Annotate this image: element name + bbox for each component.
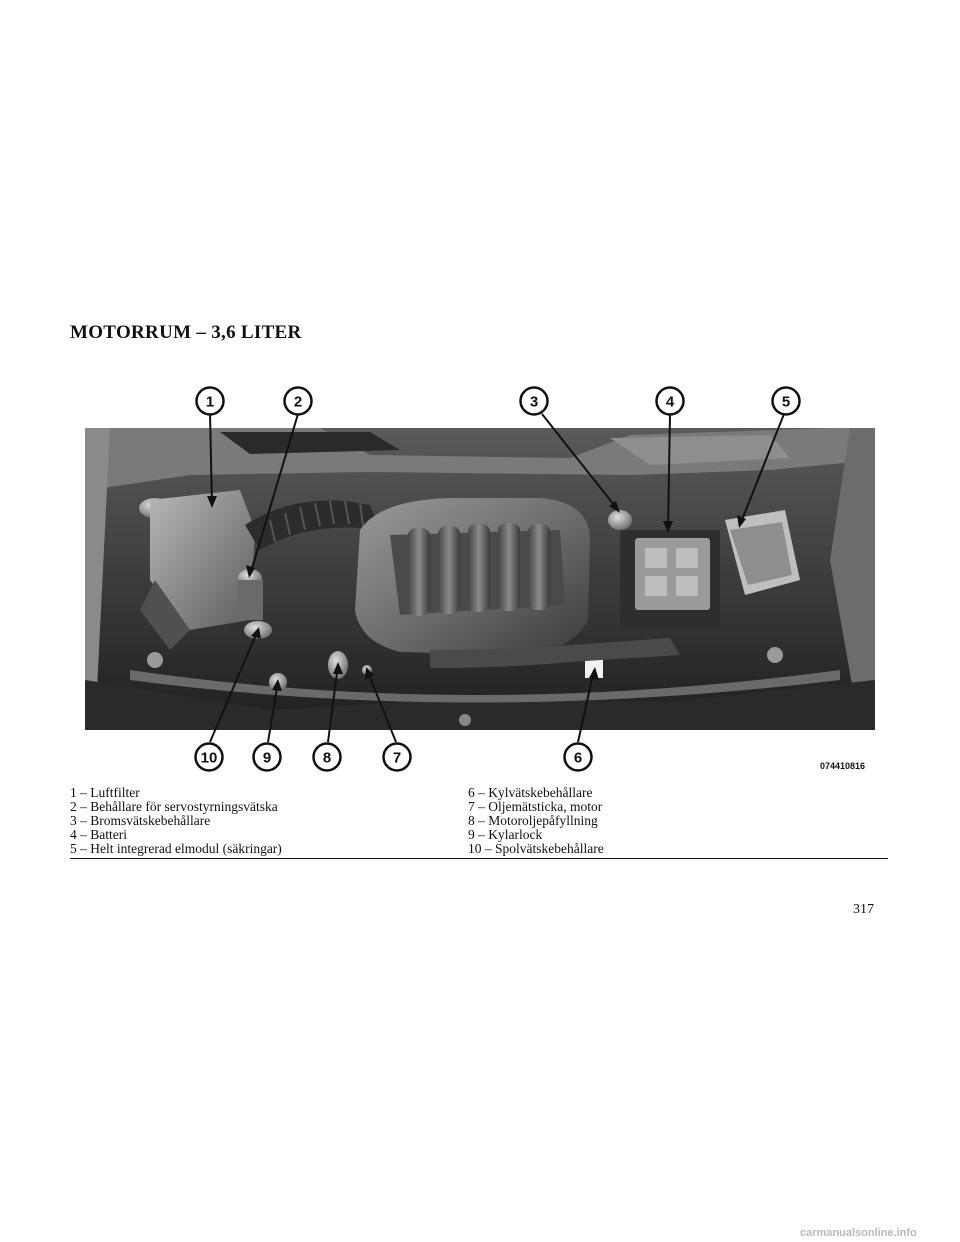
legend-item: 5 – Helt integrerad elmodul (säkringar) bbox=[70, 841, 282, 856]
legend-item: 3 – Bromsvätskebehållare bbox=[70, 813, 211, 828]
legend-right-column: 6 – Kylvätskebehållare 7 – Oljemätsticka… bbox=[468, 786, 604, 856]
legend-item: 4 – Batteri bbox=[70, 827, 127, 842]
callout-4: 4 bbox=[655, 386, 685, 416]
callout-5: 5 bbox=[771, 386, 801, 416]
svg-text:6: 6 bbox=[574, 750, 582, 767]
svg-text:5: 5 bbox=[782, 394, 790, 411]
page-title: MOTORRUM – 3,6 LITER bbox=[70, 322, 302, 343]
legend-item: 6 – Kylvätskebehållare bbox=[468, 785, 593, 800]
legend-item: 7 – Oljemätsticka, motor bbox=[468, 799, 603, 814]
legend-item: 1 – Luftfilter bbox=[70, 785, 140, 800]
svg-text:9: 9 bbox=[263, 750, 271, 767]
legend-left-column: 1 – Luftfilter 2 – Behållare för servost… bbox=[70, 786, 282, 856]
callout-8: 8 bbox=[312, 742, 342, 772]
legend-divider bbox=[70, 858, 888, 859]
legend-item: 9 – Kylarlock bbox=[468, 827, 543, 842]
engine-bay-figure: 1 2 3 4 5 10 bbox=[70, 380, 888, 772]
page-number: 317 bbox=[853, 902, 874, 917]
engine-photo bbox=[85, 428, 875, 730]
callouts-top: 1 2 3 4 5 bbox=[195, 386, 801, 416]
legend-item: 2 – Behållare för servostyrningsvätska bbox=[70, 799, 278, 814]
svg-text:1: 1 bbox=[206, 394, 214, 411]
callout-3: 3 bbox=[519, 386, 549, 416]
watermark: carmanualsonline.info bbox=[800, 1227, 917, 1239]
svg-text:2: 2 bbox=[294, 394, 302, 411]
callout-9: 9 bbox=[252, 742, 282, 772]
legend-item: 8 – Motoroljepåfyllning bbox=[468, 813, 598, 828]
callout-7: 7 bbox=[382, 742, 412, 772]
figure-code: 074410816 bbox=[820, 761, 865, 771]
svg-text:3: 3 bbox=[530, 394, 538, 411]
legend-item: 10 – Spolvätskebehållare bbox=[468, 841, 604, 856]
svg-text:8: 8 bbox=[323, 750, 331, 767]
callout-10: 10 bbox=[194, 742, 224, 772]
callouts-bottom: 10 9 8 7 6 bbox=[194, 742, 593, 772]
svg-text:7: 7 bbox=[393, 750, 401, 767]
callout-1: 1 bbox=[195, 386, 225, 416]
callout-2: 2 bbox=[283, 386, 313, 416]
svg-text:4: 4 bbox=[666, 394, 675, 411]
svg-text:10: 10 bbox=[201, 750, 218, 767]
callout-6: 6 bbox=[563, 742, 593, 772]
